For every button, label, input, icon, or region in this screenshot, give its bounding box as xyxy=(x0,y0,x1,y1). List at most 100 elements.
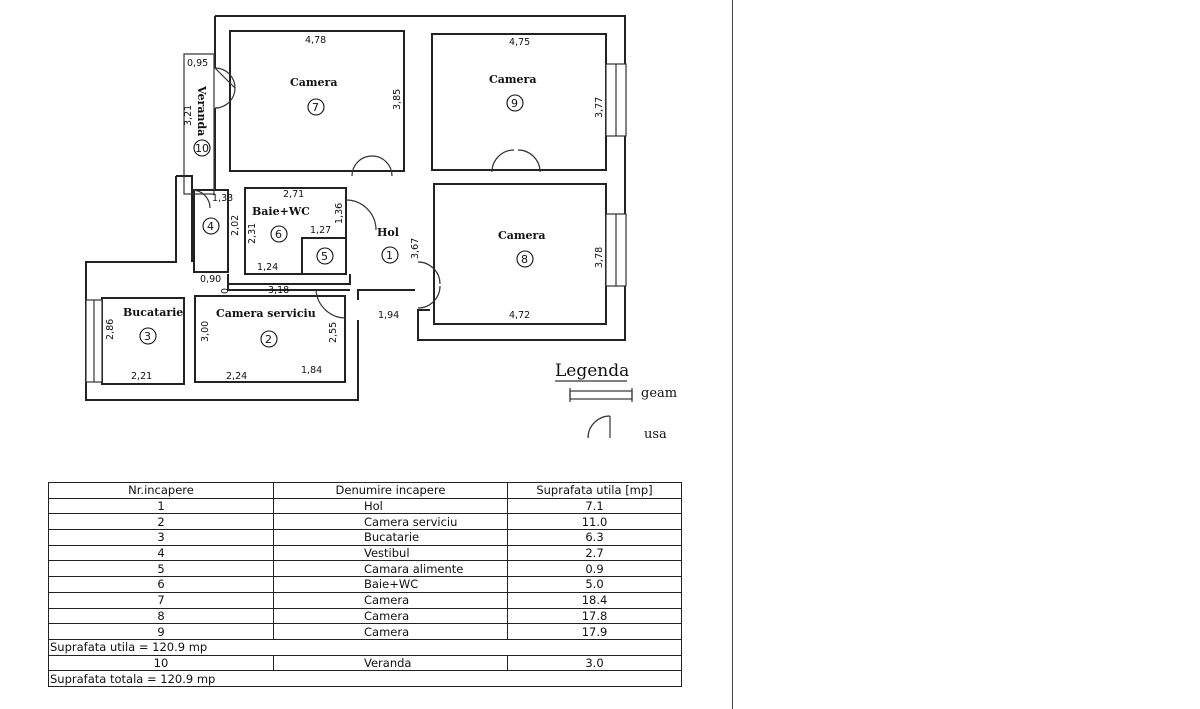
svg-text:2,31: 2,31 xyxy=(247,223,258,244)
cell-area: 7.1 xyxy=(507,497,682,515)
cell-area: 3.0 xyxy=(507,654,682,672)
cell-name: Hol xyxy=(273,497,508,515)
cell-name: Camara alimente xyxy=(273,560,508,578)
cell-name: Vestibul xyxy=(273,544,508,562)
cell-nr: 10 xyxy=(48,654,274,672)
svg-text:10: 10 xyxy=(195,142,209,155)
cell-nr: 1 xyxy=(48,497,274,515)
cell-nr: 6 xyxy=(48,576,274,593)
cell-area: 6.3 xyxy=(507,529,682,546)
cell-name: Camera serviciu xyxy=(273,513,508,531)
grand-total-row: Suprafata totala = 120.9 mp xyxy=(48,670,682,687)
header-name: Denumire incapere xyxy=(273,482,508,499)
cell-name: Bucatarie xyxy=(273,529,508,546)
svg-text:4,78: 4,78 xyxy=(305,35,326,46)
room-6-outline xyxy=(244,187,347,275)
svg-text:2,86: 2,86 xyxy=(105,319,116,340)
cell-nr: 8 xyxy=(48,607,274,625)
svg-text:5: 5 xyxy=(321,250,328,263)
room-5-outline xyxy=(301,237,347,275)
floor-plan: Camera Camera Camera Baie+WC Hol Bucatar… xyxy=(85,15,677,442)
cell-nr: 3 xyxy=(48,529,274,546)
legend-door-label: usa xyxy=(644,427,667,442)
door-symbol xyxy=(587,415,611,439)
window-symbol xyxy=(569,388,633,402)
svg-text:4,72: 4,72 xyxy=(509,310,530,321)
cell-area: 0.9 xyxy=(507,560,682,578)
svg-text:3,18: 3,18 xyxy=(268,285,289,296)
cell-nr: 2 xyxy=(48,513,274,531)
room-6-label: Baie+WC xyxy=(252,205,310,218)
svg-text:7: 7 xyxy=(312,101,319,114)
svg-text:0,95: 0,95 xyxy=(187,58,208,69)
svg-text:2,71: 2,71 xyxy=(283,189,304,200)
svg-text:1,24: 1,24 xyxy=(257,262,278,273)
room-2-label: Camera serviciu xyxy=(216,307,316,320)
svg-text:1,33: 1,33 xyxy=(212,193,233,204)
dimension-labels: 4,78 3,85 4,75 3,77 4,72 3,78 0,95 3,21 … xyxy=(105,35,605,382)
svg-text:2,24: 2,24 xyxy=(226,371,247,382)
rooms-table: Nr.incapere Denumire incapere Suprafata … xyxy=(48,482,682,687)
room-3-label: Bucatarie xyxy=(123,306,183,319)
cell-name: Baie+WC xyxy=(273,576,508,593)
svg-text:8: 8 xyxy=(521,253,528,266)
cell-nr: 4 xyxy=(48,544,274,562)
room-4-outline xyxy=(193,189,229,273)
svg-text:1,84: 1,84 xyxy=(301,365,322,376)
room-7-label: Camera xyxy=(290,76,337,89)
svg-text:2,02: 2,02 xyxy=(230,215,241,236)
svg-text:0,90: 0,90 xyxy=(200,274,221,285)
legend-title: Legenda xyxy=(555,361,629,381)
svg-text:2,55: 2,55 xyxy=(328,322,339,343)
veranda-label: Veranda xyxy=(195,85,208,136)
cell-area: 18.4 xyxy=(507,591,682,609)
svg-text:2: 2 xyxy=(265,333,272,346)
useful-area-total-row-text: Suprafata utila = 120.9 mp xyxy=(48,638,682,656)
svg-text:1,94: 1,94 xyxy=(378,310,399,321)
svg-text:6: 6 xyxy=(275,228,282,241)
room-number-markers: 7 9 8 6 1 5 4 3 2 10 xyxy=(139,94,534,348)
cell-area: 11.0 xyxy=(507,513,682,531)
cell-name: Camera xyxy=(273,623,508,640)
page-divider xyxy=(732,0,733,709)
header-area: Suprafata utila [mp] xyxy=(507,482,682,499)
svg-text:4: 4 xyxy=(207,220,214,233)
cell-nr: 9 xyxy=(48,623,274,640)
svg-text:1,36: 1,36 xyxy=(334,203,345,224)
svg-text:3,77: 3,77 xyxy=(594,97,605,118)
cell-area: 5.0 xyxy=(507,576,682,593)
cell-name: Camera xyxy=(273,607,508,625)
svg-text:0: 0 xyxy=(220,288,231,294)
svg-text:3,85: 3,85 xyxy=(392,89,403,110)
table-header-row: Nr.incapere Denumire incapere Suprafata … xyxy=(48,482,682,499)
door-swings xyxy=(191,67,541,319)
grand-total-row-text: Suprafata totala = 120.9 mp xyxy=(48,670,682,687)
header-nr: Nr.incapere xyxy=(48,482,274,499)
svg-text:2,21: 2,21 xyxy=(131,371,152,382)
svg-text:1: 1 xyxy=(386,249,393,262)
cell-area: 2.7 xyxy=(507,544,682,562)
room-1-label: Hol xyxy=(377,226,399,239)
svg-text:4,75: 4,75 xyxy=(509,37,530,48)
svg-text:3,00: 3,00 xyxy=(200,321,211,342)
cell-name: Camera xyxy=(273,591,508,609)
window-marks xyxy=(85,63,627,383)
legend: Legenda geam usa xyxy=(555,361,677,442)
svg-text:1,27: 1,27 xyxy=(310,225,331,236)
svg-text:3: 3 xyxy=(144,330,151,343)
svg-text:3,21: 3,21 xyxy=(183,105,194,126)
room-8-label: Camera xyxy=(498,229,545,242)
outer-walls xyxy=(85,15,626,401)
svg-text:9: 9 xyxy=(511,97,518,110)
cell-nr: 7 xyxy=(48,591,274,609)
cell-area: 17.9 xyxy=(507,623,682,640)
